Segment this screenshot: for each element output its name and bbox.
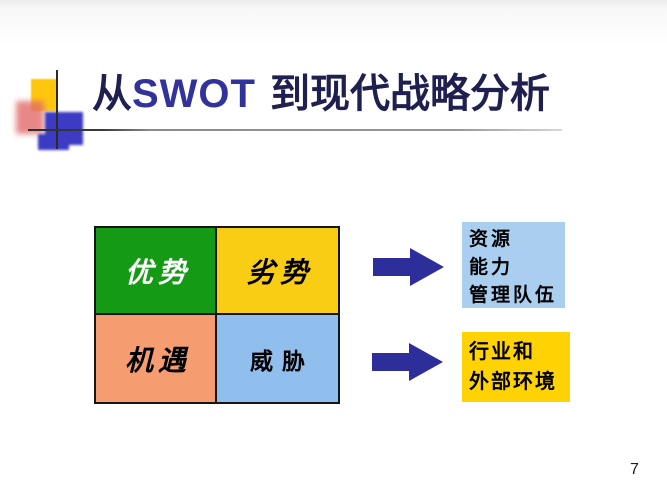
title-acronym: SWOT [132, 72, 256, 116]
title-underline [28, 129, 562, 131]
decoration-blue-square-small [38, 134, 69, 150]
title-prefix: 从 [92, 71, 132, 116]
callout-line: 资源 [469, 229, 514, 250]
callout-internal-analysis: 资源 能力 管理队伍 [462, 222, 565, 308]
page-number: 7 [630, 461, 639, 478]
callout-line: 管理队伍 [469, 285, 558, 306]
page-title: 从SWOT 到现代战略分析 [92, 70, 550, 118]
matrix-cell-threats: 威胁 [217, 315, 338, 402]
title-suffix: 到现代战略分析 [269, 71, 550, 116]
decoration-vertical-line [56, 70, 58, 149]
matrix-cell-opportunities: 机遇 [96, 315, 217, 402]
decoration-pink-square [16, 101, 44, 134]
swot-matrix: 优势 劣势 机遇 威胁 [94, 226, 340, 404]
matrix-cell-label: 机遇 [124, 345, 191, 377]
matrix-cell-label: 劣势 [246, 257, 313, 289]
matrix-cell-strengths: 优势 [96, 228, 217, 315]
matrix-cell-label: 威胁 [250, 348, 314, 374]
callout-line: 行业和 [469, 341, 535, 363]
matrix-cell-weaknesses: 劣势 [217, 228, 338, 315]
arrow-right-icon [373, 248, 444, 286]
callout-external-analysis: 行业和 外部环境 [462, 332, 570, 402]
matrix-cell-label: 优势 [124, 257, 191, 289]
callout-line: 能力 [469, 257, 514, 278]
arrow-right-icon [372, 343, 443, 381]
callout-line: 外部环境 [469, 371, 557, 393]
